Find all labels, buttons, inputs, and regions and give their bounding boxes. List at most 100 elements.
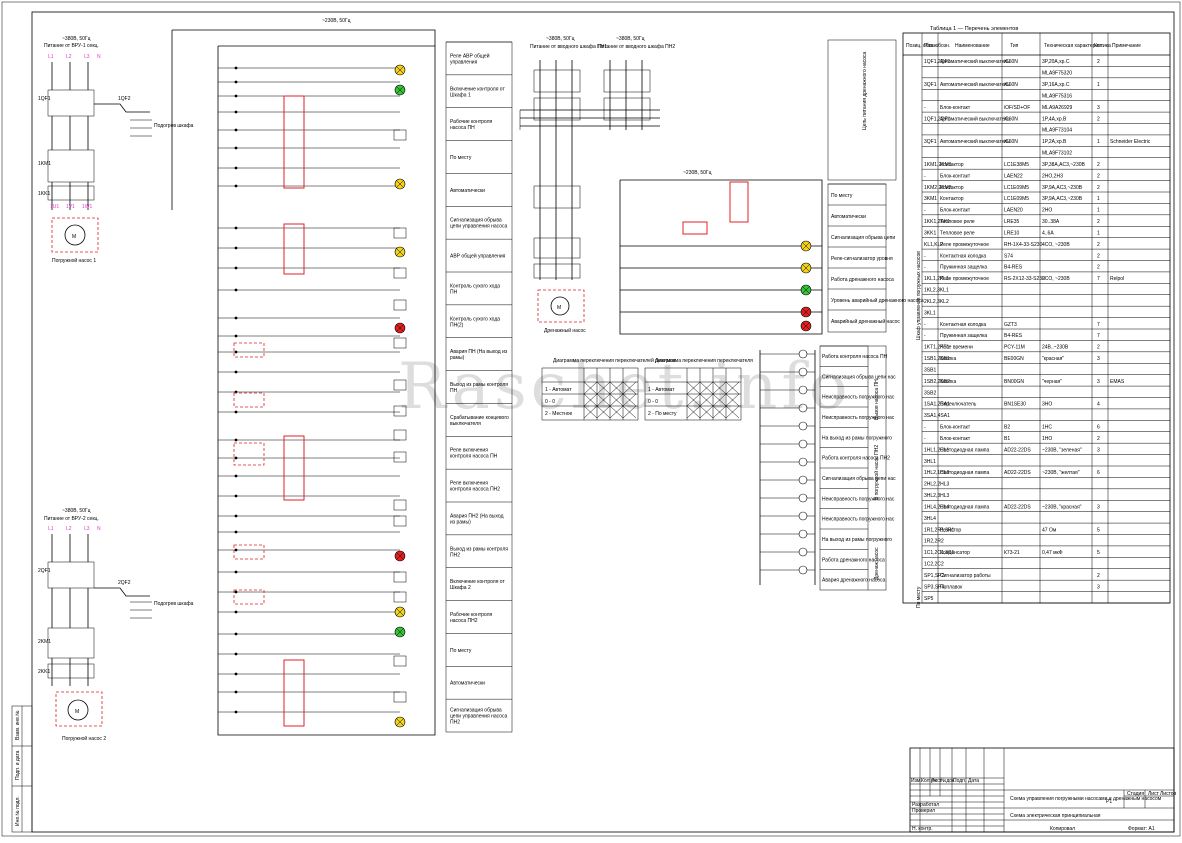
table-cell-qty: 2 xyxy=(1097,436,1100,442)
table-cell-pos: 1HL4,2HL4 xyxy=(924,504,950,510)
junction-dot xyxy=(234,370,238,374)
drain-feed1: ~380В, 50Гц xyxy=(546,36,575,42)
table-cell-pos: 3KL1 xyxy=(924,310,936,316)
table-cell-qty: 1 xyxy=(1097,196,1100,202)
svg-text:1QF2: 1QF2 xyxy=(118,96,131,102)
table-cell-type: PCY-11M xyxy=(1004,345,1025,351)
middle-label: ПН(2) xyxy=(450,322,464,328)
junction-dot xyxy=(234,570,238,574)
switch-contact-mark xyxy=(699,405,714,419)
table-cell-pos: SP1,SP2 xyxy=(924,573,945,579)
signal-label: Неисправность погружного нас xyxy=(822,395,895,401)
table-cell-name: Тепловое реле xyxy=(940,230,975,236)
junction-dot xyxy=(234,410,238,414)
table-cell-type: LC1E09M5 xyxy=(1004,185,1029,191)
svg-text:Диаграмма переключения переклю: Диаграмма переключения переключателей ре… xyxy=(553,357,676,364)
table-cell-name: Блок-контакт xyxy=(940,436,971,442)
table-cell-type: B4-RES xyxy=(1004,333,1023,339)
svg-text:1U1: 1U1 xyxy=(50,204,59,210)
middle-label: Выход из рамы контроля xyxy=(450,546,508,552)
switch-contact-mark xyxy=(712,405,727,419)
table-cell-pos: 1R2,2R2 xyxy=(924,539,944,545)
table-cell-name: Блок-контакт xyxy=(940,173,971,179)
signal-label: Неисправность погружного нас xyxy=(822,517,895,523)
table-cell-name: Пружинная защелка xyxy=(940,333,987,339)
switch-contact-mark xyxy=(686,393,701,407)
svg-text:Стадия: Стадия xyxy=(1127,791,1144,797)
middle-label: цепи управления насоса xyxy=(450,224,508,230)
table-cell-qty: 2 xyxy=(1097,116,1100,122)
signal-label: Неисправность погружного нас xyxy=(822,415,895,421)
junction-dot xyxy=(234,690,238,694)
relay-coil xyxy=(393,499,407,511)
svg-text:L1: L1 xyxy=(48,54,54,60)
table-cell-pos: - xyxy=(924,173,926,179)
middle-label: ПН xyxy=(450,289,458,295)
middle-label: Включение контроля от xyxy=(450,579,505,585)
table-cell-pos: SP3,SP4, xyxy=(924,584,946,590)
relay-contact-icon xyxy=(798,493,808,503)
lamp-cross xyxy=(802,242,810,250)
table-cell-pos: 1KL1,2KL1 xyxy=(924,276,949,282)
table-cell-qty: 5 xyxy=(1097,527,1100,533)
junction-dot xyxy=(234,438,238,442)
relay-coil xyxy=(393,379,407,391)
pump1-feed-note: Питание от ВРУ-1 секц. xyxy=(44,43,99,49)
table-cell-spec: MLA9F75320 xyxy=(1042,71,1072,77)
middle-label: выключателя xyxy=(450,421,481,427)
relay-coil xyxy=(393,405,407,417)
middle-label: Выход из рамы контроля xyxy=(450,382,508,388)
table-cell-name: Автоматический выключатель xyxy=(940,115,1010,122)
middle-label: Сигнализация обрыва xyxy=(450,218,502,224)
relay-coil xyxy=(393,591,407,603)
table-cell-type: LC1E09M5 xyxy=(1004,196,1029,202)
table-cell-name: Автоматический выключатель xyxy=(940,58,1010,65)
junction-dot xyxy=(234,266,238,270)
drain-pump-label: Дренажный насос xyxy=(544,327,586,334)
table-cell-qty: 2 xyxy=(1097,253,1100,259)
table-cell-name: Светодиодная лампа xyxy=(940,504,990,510)
table-header-cell: Техническая характеристика xyxy=(1044,43,1111,49)
table-cell-qty: 7 xyxy=(1097,333,1100,339)
table-cell-qty: 1 xyxy=(1097,230,1100,236)
table-cell-spec: 0,47 мкФ xyxy=(1042,550,1063,556)
table-cell-type: К73-21 xyxy=(1004,550,1020,556)
lamp-cross xyxy=(396,552,404,560)
table-cell-pos: 2HL2,2HL3 xyxy=(924,482,950,488)
table-cell-pos: 1SB2,2SB2 xyxy=(924,379,950,385)
middle-label: По месту xyxy=(450,155,472,161)
svg-text:2KK1: 2KK1 xyxy=(38,669,50,675)
table-cell-pos: 3SB1 xyxy=(924,367,936,373)
table-cell-name: Автоматический выключатель xyxy=(940,81,1010,88)
svg-text:1V1: 1V1 xyxy=(66,204,75,210)
middle-label: цепи управления насоса xyxy=(450,714,508,720)
junction-dot xyxy=(234,288,238,292)
table-cell-pos: - xyxy=(924,436,926,442)
table-cell-name: Светодиодная лампа xyxy=(940,447,990,453)
junction-dot xyxy=(234,94,238,98)
relay-coil xyxy=(393,515,407,527)
switch-mode-label: 0 - 0 xyxy=(648,399,658,405)
table-cell-spec: 1P,2А,хр.В xyxy=(1042,139,1067,145)
table-cell-name: Конденсатор xyxy=(940,550,970,556)
svg-text:1KM1: 1KM1 xyxy=(38,161,51,167)
table-cell-spec: ~230В, "красная" xyxy=(1042,504,1082,510)
relay-contact-icon xyxy=(798,385,808,395)
drain-side-label: Цепь питания дренажного насоса xyxy=(862,51,868,130)
svg-text:Копировал: Копировал xyxy=(1050,826,1075,832)
table-cell-pos: 3KK1 xyxy=(924,230,936,236)
drain-right-label: Сигнализация обрыва цепи xyxy=(831,235,895,241)
pump1-feed-label: ~380В, 50Гц xyxy=(62,36,91,42)
table-cell-qty: 2 xyxy=(1097,573,1100,579)
control-circuit: ~230В, 50Гц xyxy=(171,18,436,736)
table-cell-name: Светодиодная лампа xyxy=(940,470,990,476)
table-cell-pos: 2KL2,3KL2 xyxy=(924,299,949,305)
table-cell-pos: 1SB1,2SB1 xyxy=(924,356,950,362)
pump1-motor-icon xyxy=(64,224,86,246)
table-cell-pos: 1HL1,2HL1 xyxy=(924,447,950,453)
switch-contact-mark xyxy=(686,405,701,419)
table-cell-type: BE00GN xyxy=(1004,356,1024,362)
side-stamp: Взам. инв.№ Подп. и дата Инв.№ подл. xyxy=(11,705,33,833)
